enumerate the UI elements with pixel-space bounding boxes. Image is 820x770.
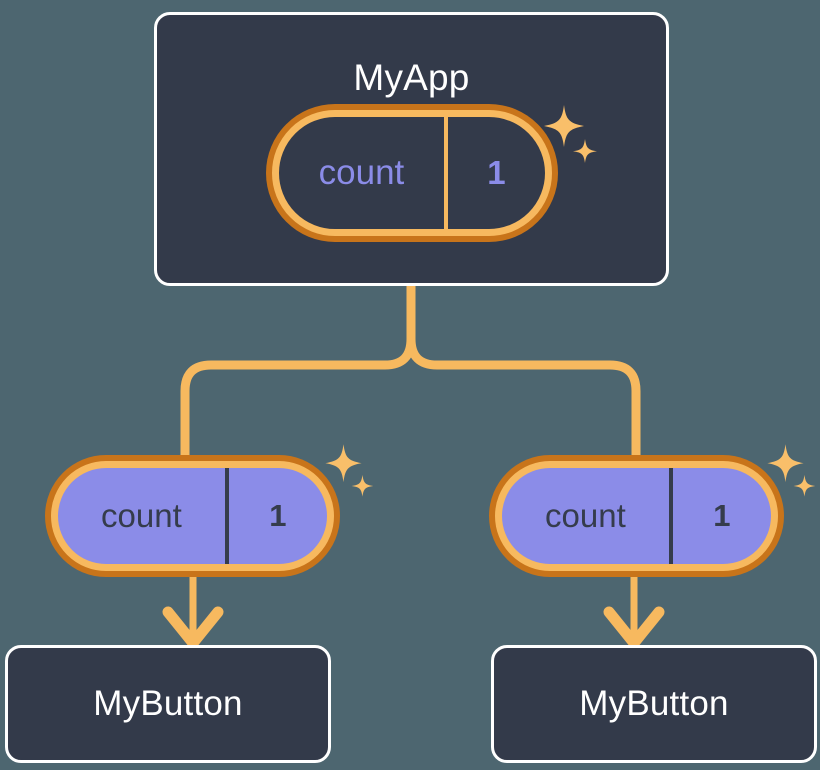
state-key: count [318,153,405,192]
state-pill-body: count 1 [51,461,334,571]
mybutton-title: MyButton [93,684,243,723]
myapp-title: MyApp [353,57,470,98]
state-pill-body: count 1 [272,110,552,236]
state-value: 1 [443,117,545,229]
state-key: count [545,497,626,534]
state-value: 1 [224,468,327,564]
branch-to-left [180,334,416,460]
arrow-down-right [603,577,665,649]
state-pill-myapp[interactable]: count 1 [266,104,558,242]
state-key: count [101,497,182,534]
state-pill-left[interactable]: count 1 [45,455,340,577]
state-pill-right[interactable]: count 1 [489,455,784,577]
state-pill-body: count 1 [495,461,778,571]
mybutton-card-left[interactable]: MyButton [5,645,331,763]
mybutton-title: MyButton [579,684,729,723]
arrow-down-left [162,577,224,649]
mybutton-card-right[interactable]: MyButton [491,645,817,763]
state-value: 1 [668,468,771,564]
branch-to-right [406,334,641,460]
